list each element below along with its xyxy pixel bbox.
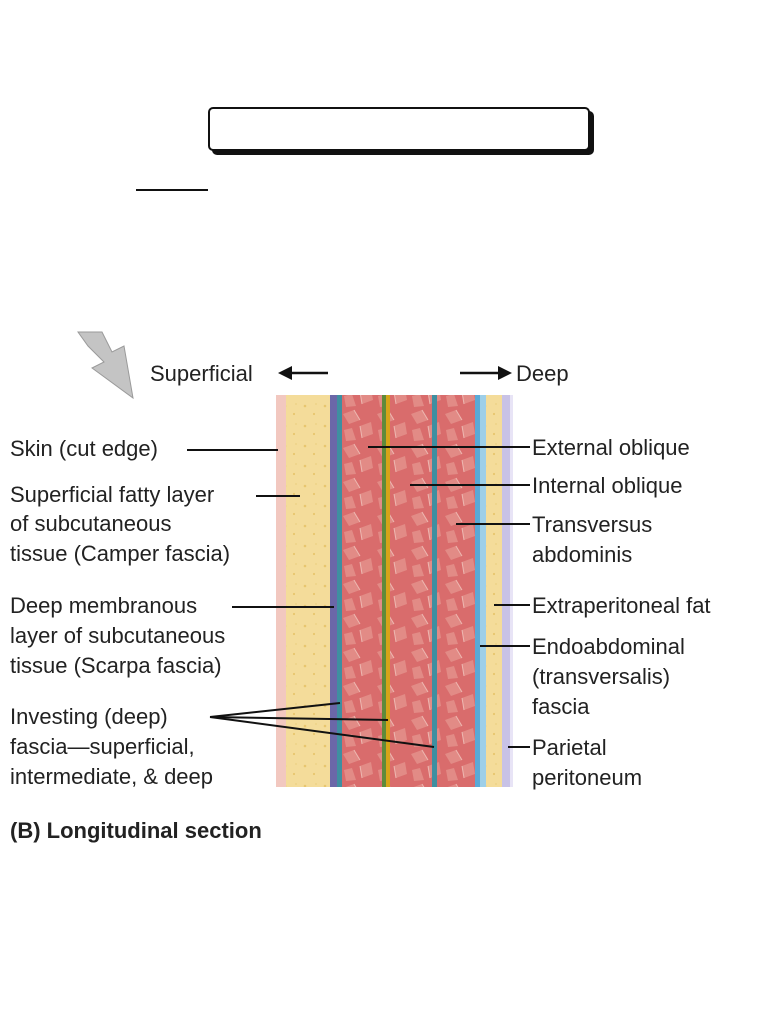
camper-label-line3: tissue (Camper fascia) <box>10 541 230 566</box>
parietal-peritoneum-label-line2: peritoneum <box>532 765 642 790</box>
investing-label-line1: Investing (deep) <box>10 704 168 729</box>
investing-label-line2: fascia—superficial, <box>10 734 195 759</box>
endoabdominal-label-line2: (transversalis) <box>532 664 670 689</box>
internal-oblique-muscle <box>390 395 432 787</box>
scarpa-label-line1: Deep membranous <box>10 593 197 618</box>
camper-label-line2: of subcutaneous <box>10 511 171 536</box>
peritoneum-edge <box>510 395 513 787</box>
transversus-label-line2: abdominis <box>532 542 632 567</box>
camper-label-line1: Superficial fatty layer <box>10 482 214 507</box>
scarpa-fascia-layer <box>330 395 337 787</box>
tissue-layers <box>276 395 513 787</box>
scarpa-label-line2: layer of subcutaneous <box>10 623 225 648</box>
extraperitoneal-fat-layer <box>486 395 502 787</box>
endoabdominal-label-line1: Endoabdominal <box>532 634 685 659</box>
scarpa-label-line3: tissue (Scarpa fascia) <box>10 653 222 678</box>
parietal-peritoneum-label-line1: Parietal <box>532 735 607 760</box>
title-box <box>208 107 590 151</box>
investing-leader-lines <box>209 702 435 748</box>
external-oblique-label: External oblique <box>532 435 690 460</box>
view-direction-arrow <box>77 331 134 400</box>
investing-fascia-deep <box>432 395 437 787</box>
extraperitoneal-fat-label: Extraperitoneal fat <box>532 593 711 618</box>
superficial-label: Superficial <box>150 361 253 386</box>
superficial-arrowhead <box>278 366 292 380</box>
investing-label-line3: intermediate, & deep <box>10 764 213 789</box>
deep-label: Deep <box>516 361 569 386</box>
external-oblique-muscle <box>342 395 382 787</box>
skin-layer <box>276 395 286 787</box>
investing-fascia-superficial <box>337 395 342 787</box>
endoabdominal-label-line3: fascia <box>532 694 590 719</box>
skin-label: Skin (cut edge) <box>10 436 158 461</box>
transversalis-fascia-light <box>480 395 486 787</box>
transversalis-fascia-layer <box>475 395 480 787</box>
internal-oblique-label: Internal oblique <box>532 473 682 498</box>
deep-arrowhead <box>498 366 512 380</box>
transversus-abdominis-muscle <box>437 395 475 787</box>
camper-fascia-layer <box>286 395 330 787</box>
figure-caption: (B) Longitudinal section <box>10 818 262 843</box>
investing-fascia-intermediate-a <box>382 395 386 787</box>
short-rule <box>136 189 208 191</box>
investing-fascia-intermediate-b <box>386 395 390 787</box>
parietal-peritoneum-layer <box>502 395 510 787</box>
transversus-label-line1: Transversus <box>532 512 652 537</box>
